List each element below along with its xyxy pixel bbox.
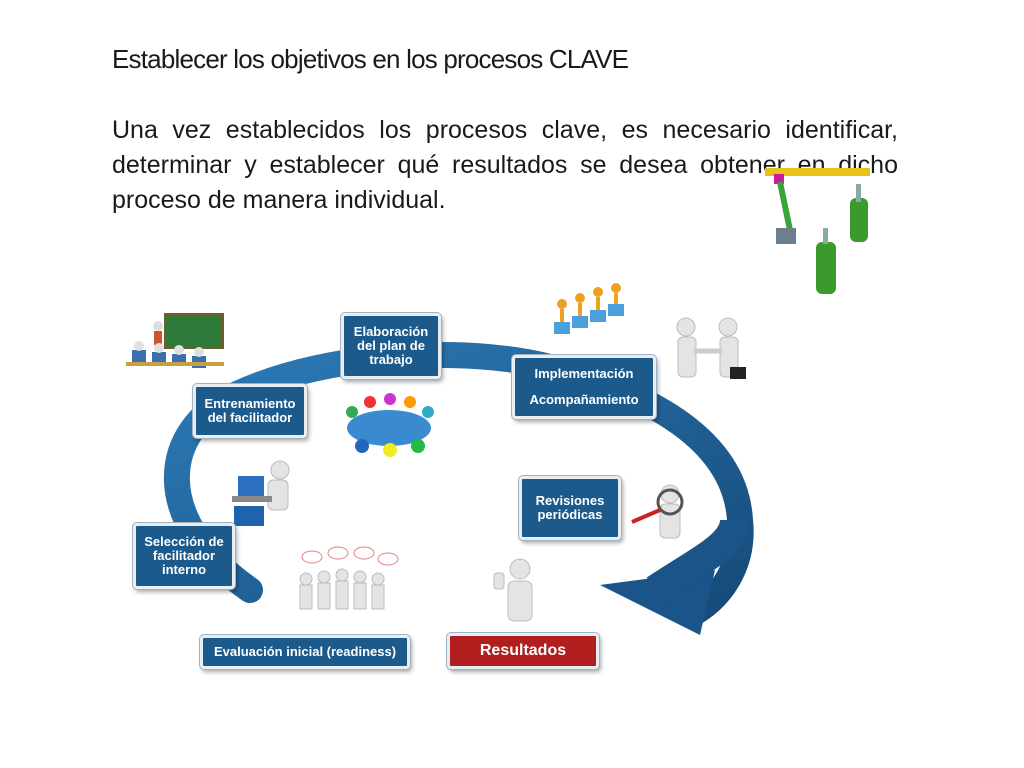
slide-paragraph: Una vez establecidos los procesos clave,… bbox=[112, 116, 898, 214]
magnifier-person-icon bbox=[631, 484, 684, 539]
handshake-icon bbox=[676, 317, 746, 379]
step-elaboracion-label: Elaboración del plan de trabajo bbox=[353, 324, 429, 367]
round-table-icon bbox=[346, 393, 434, 457]
step-implementacion: Implementación Acompañamiento bbox=[512, 355, 656, 419]
puzzle-people-icon bbox=[554, 283, 624, 334]
crowd-speech-icon bbox=[299, 546, 399, 610]
thumbs-up-person-icon bbox=[493, 558, 533, 622]
step-evaluacion-label: Evaluación inicial (readiness) bbox=[213, 644, 397, 659]
step-revisiones-label: Revisiones periódicas bbox=[535, 493, 605, 522]
step-evaluacion: Evaluación inicial (readiness) bbox=[200, 635, 410, 669]
step-entrenamiento-label: Entrenamiento del facilitador bbox=[204, 396, 296, 425]
step-revisiones: Revisiones periódicas bbox=[519, 476, 621, 540]
step-elaboracion: Elaboración del plan de trabajo bbox=[341, 313, 441, 379]
step-resultados: Resultados bbox=[447, 633, 599, 669]
step-resultados-label: Resultados bbox=[479, 642, 567, 659]
step-acompanamiento-label: Acompañamiento bbox=[529, 392, 639, 407]
step-seleccion: Selección de facilitador interno bbox=[133, 523, 235, 589]
laptop-person-icon bbox=[232, 460, 290, 526]
step-entrenamiento: Entrenamiento del facilitador bbox=[193, 384, 307, 438]
gears-icon bbox=[765, 168, 870, 294]
step-implementacion-label: Implementación bbox=[534, 366, 634, 381]
classroom-icon bbox=[126, 313, 224, 368]
slide-title: Establecer los objetivos en los procesos… bbox=[112, 44, 629, 74]
step-seleccion-label: Selección de facilitador interno bbox=[144, 534, 224, 577]
